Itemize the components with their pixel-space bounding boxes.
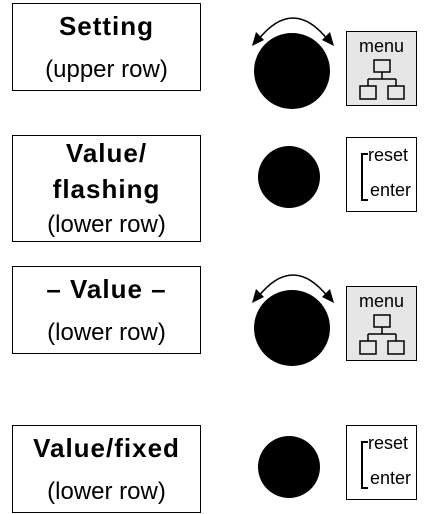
menu-label: menu: [358, 36, 405, 56]
rotary-knob[interactable]: [254, 290, 330, 366]
enter-label: enter: [370, 468, 412, 488]
reset-label: reset: [368, 145, 409, 165]
reset-label: reset: [368, 433, 409, 453]
tree-icon: [359, 59, 405, 100]
value-label-box: – Value – (lower row): [12, 266, 201, 354]
menu-button[interactable]: menu: [346, 31, 417, 106]
rotary-knob[interactable]: [254, 33, 330, 109]
value-fixed-label-box: Value/fixed (lower row): [12, 425, 201, 513]
bracket-icon: [361, 153, 368, 201]
setting-label-box: Setting (upper row): [12, 3, 201, 91]
label-line: flashing: [52, 174, 161, 204]
bracket-icon: [361, 441, 368, 489]
reset-enter-button[interactable]: reset enter: [346, 425, 417, 500]
push-knob[interactable]: [258, 146, 320, 208]
label-line: – Value –: [46, 274, 167, 304]
menu-label: menu: [358, 291, 405, 311]
label-line: (lower row): [47, 478, 166, 505]
tree-icon: [359, 314, 405, 355]
reset-enter-button[interactable]: reset enter: [346, 137, 417, 212]
label-line: (lower row): [47, 211, 166, 238]
rotate-arrow-icon: [252, 17, 334, 46]
value-flashing-label-box: Value/ flashing (lower row): [12, 135, 201, 242]
menu-button[interactable]: menu: [346, 286, 417, 361]
rotate-arrow-icon: [252, 274, 334, 303]
push-knob[interactable]: [258, 436, 320, 498]
label-line: Value/: [65, 138, 148, 168]
enter-label: enter: [370, 180, 412, 200]
label-line: Value/fixed: [33, 433, 180, 463]
label-line: (lower row): [47, 319, 166, 346]
label-line: Setting: [58, 11, 155, 41]
label-line: (upper row): [45, 56, 168, 83]
